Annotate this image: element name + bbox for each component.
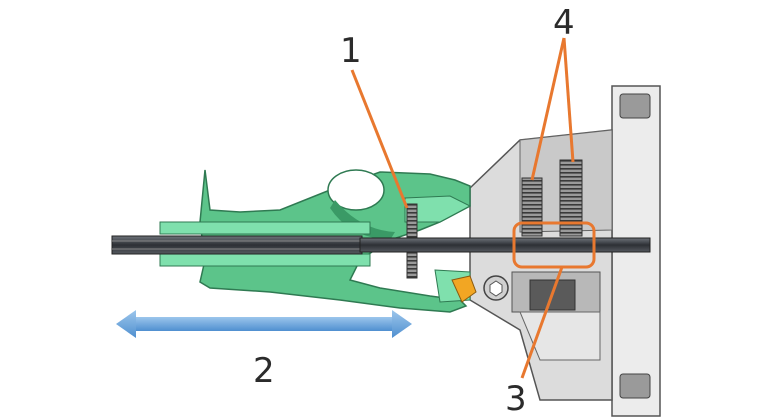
chuck-shadow [330,200,395,240]
arrow-shaft [132,317,396,331]
flange-bolt-bottom [619,373,651,399]
leader-4-left [530,37,566,181]
set-screw-right [559,159,583,237]
label-1: 1 [340,31,362,71]
inner-sleeve-bottom [159,253,371,267]
drive-rod [359,237,651,253]
motion-arrow [116,310,412,338]
chuck-window [327,169,385,211]
chuck-nose-top [404,195,472,223]
highlight-box [512,221,596,269]
set-screw-left [521,177,543,237]
leader-3 [520,266,564,379]
shaft [111,235,651,255]
arrow-head-right [392,310,412,338]
collet-rod [111,235,363,255]
socket-hex [489,280,503,297]
arrow-head-left [116,310,136,338]
inner-sleeve-top [159,221,371,235]
nose-parts [451,275,509,303]
leader-4-right [562,37,575,163]
label-3: 3 [505,379,527,419]
orange-wedge [451,275,477,303]
label-4: 4 [553,3,575,43]
leader-lines [350,37,575,379]
label-2: 2 [253,351,275,391]
flange-bolt-top [619,93,651,119]
leader-1 [350,69,409,209]
